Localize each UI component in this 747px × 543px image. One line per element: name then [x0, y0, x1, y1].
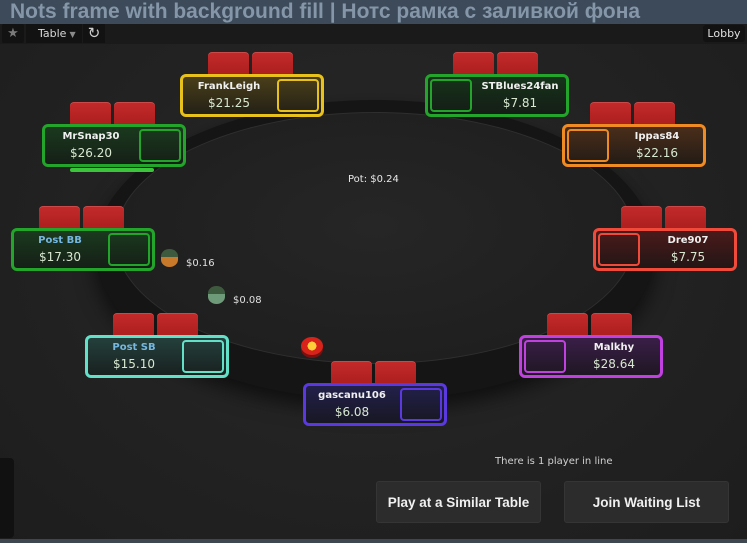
player-stack: $6.08 [334, 405, 370, 419]
player-stack: $7.81 [502, 96, 538, 110]
star-icon[interactable]: ★ [2, 24, 24, 43]
player-nameplate[interactable]: Ippas84 $22.16 [562, 124, 706, 167]
bet-amount: $0.08 [233, 295, 262, 306]
player-stack: $26.20 [70, 146, 112, 160]
player-name: STBlues24fan [481, 81, 559, 92]
seat-stblues24fan[interactable]: STBlues24fan $7.81 [425, 52, 569, 117]
seat-dre907[interactable]: Dre907 $7.75 [593, 206, 737, 271]
toolbar: ★ Table▼ ↻ Lobby [0, 24, 747, 44]
player-nameplate[interactable]: Malkhy $28.64 [519, 335, 663, 378]
player-stack: $15.10 [113, 357, 155, 371]
action-timer-bar [70, 168, 154, 172]
player-nameplate[interactable]: Post BB $17.30 [11, 228, 155, 271]
player-name: MrSnap30 [62, 131, 120, 142]
player-nameplate[interactable]: Post SB $15.10 [85, 335, 229, 378]
side-panel-handle[interactable] [0, 458, 14, 538]
seat-malkhy[interactable]: Malkhy $28.64 [519, 313, 663, 378]
dealer-button-icon [301, 337, 323, 355]
player-stack: $7.75 [670, 250, 706, 264]
player-nameplate[interactable]: Dre907 $7.75 [593, 228, 737, 271]
seat-ippas84[interactable]: Ippas84 $22.16 [562, 102, 706, 167]
player-info: gascanu106 $6.08 [306, 386, 398, 423]
player-nameplate[interactable]: STBlues24fan $7.81 [425, 74, 569, 117]
player-info: Ippas84 $22.16 [611, 127, 703, 164]
player-nameplate[interactable]: gascanu106 $6.08 [303, 383, 447, 426]
notes-slot[interactable] [139, 129, 181, 162]
player-info: STBlues24fan $7.81 [474, 77, 566, 114]
player-name: gascanu106 [318, 390, 386, 401]
player-stack: $22.16 [636, 146, 678, 160]
title-banner: Nots frame with background fill | Нотс р… [0, 0, 747, 24]
player-info: FrankLeigh $21.25 [183, 77, 275, 114]
notes-slot[interactable] [524, 340, 566, 373]
player-name: Post SB [112, 342, 156, 353]
player-stack: $28.64 [593, 357, 635, 371]
player-info: MrSnap30 $26.20 [45, 127, 137, 164]
notes-slot[interactable] [567, 129, 609, 162]
seat-post-sb[interactable]: Post SB $15.10 [85, 313, 229, 378]
pot-label: Pot: $0.24 [348, 174, 399, 185]
seat-frankleigh[interactable]: FrankLeigh $21.25 [180, 52, 324, 117]
player-name: FrankLeigh [197, 81, 261, 92]
notes-slot[interactable] [108, 233, 150, 266]
player-nameplate[interactable]: MrSnap30 $26.20 [42, 124, 186, 167]
notes-slot[interactable] [400, 388, 442, 421]
chevron-down-icon: ▼ [69, 30, 76, 39]
player-name: Post BB [38, 235, 82, 246]
player-info: Post BB $17.30 [14, 231, 106, 268]
notes-slot[interactable] [182, 340, 224, 373]
table-menu-button[interactable]: Table▼ [26, 24, 82, 43]
join-waiting-list-button[interactable]: Join Waiting List [564, 481, 729, 523]
player-stack: $17.30 [39, 250, 81, 264]
play-similar-table-button[interactable]: Play at a Similar Table [376, 481, 541, 523]
seat-mrsnap30[interactable]: MrSnap30 $26.20 [42, 102, 186, 167]
lobby-button[interactable]: Lobby [703, 25, 745, 42]
chip-stack-icon [161, 249, 178, 267]
player-name: Ippas84 [634, 131, 680, 142]
waiting-status: There is 1 player in line [495, 456, 613, 467]
player-info: Dre907 $7.75 [642, 231, 734, 268]
player-info: Post SB $15.10 [88, 338, 180, 375]
notes-slot[interactable] [277, 79, 319, 112]
window-bottom-border [0, 539, 747, 543]
bet-amount: $0.16 [186, 258, 215, 269]
seat-post-bb[interactable]: Post BB $17.30 [11, 206, 155, 271]
chip-stack-icon [208, 286, 225, 304]
player-nameplate[interactable]: FrankLeigh $21.25 [180, 74, 324, 117]
notes-slot[interactable] [430, 79, 472, 112]
seat-gascanu106[interactable]: gascanu106 $6.08 [303, 361, 447, 426]
table-menu-label: Table [38, 27, 67, 40]
player-name: Dre907 [667, 235, 709, 246]
refresh-icon[interactable]: ↻ [83, 24, 105, 43]
notes-slot[interactable] [598, 233, 640, 266]
player-info: Malkhy $28.64 [568, 338, 660, 375]
player-stack: $21.25 [208, 96, 250, 110]
player-name: Malkhy [593, 342, 635, 353]
